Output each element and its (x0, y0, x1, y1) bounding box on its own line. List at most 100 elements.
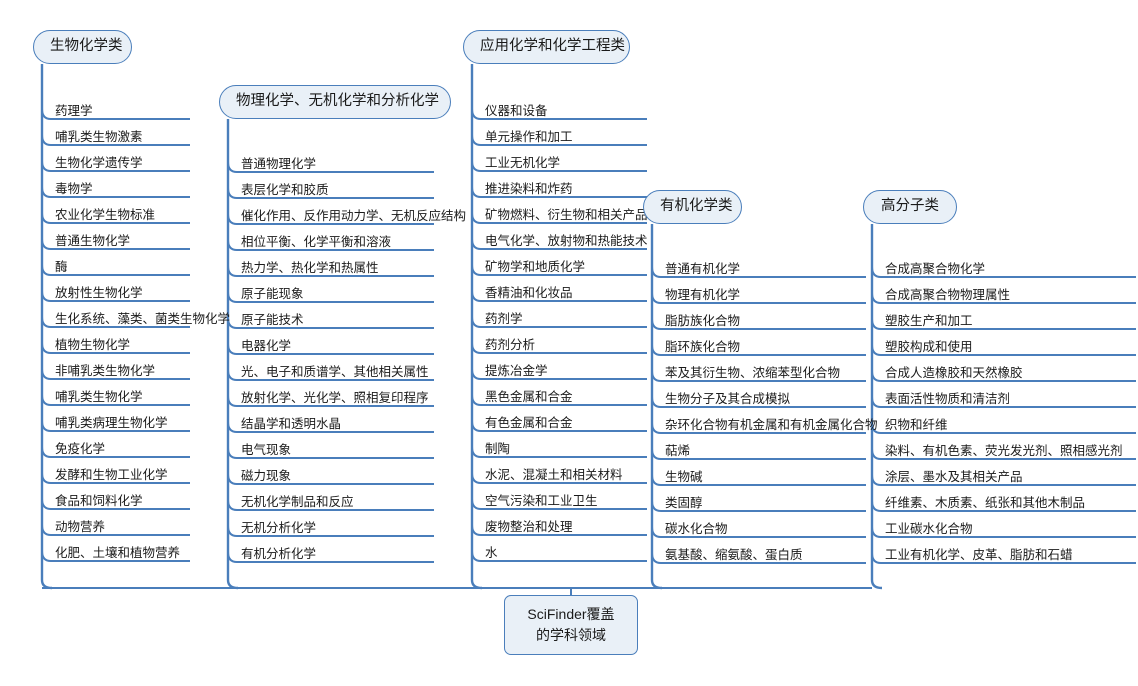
leaf-item[interactable]: 类固醇 (660, 496, 707, 513)
leaf-item[interactable]: 萜烯 (660, 444, 694, 461)
leaf-item[interactable]: 杂环化合物有机金属和有机金属化合物 (660, 418, 882, 435)
leaf-item[interactable]: 染料、有机色素、荧光发光剂、照相感光剂 (880, 444, 1127, 461)
leaf-item-label: 脂环族化合物 (665, 340, 741, 354)
leaf-item[interactable]: 农业化学生物标准 (50, 208, 159, 225)
leaf-item[interactable]: 推进染料和炸药 (480, 182, 577, 199)
leaf-item[interactable]: 化肥、土壤和植物营养 (50, 546, 184, 563)
leaf-item[interactable]: 动物营养 (50, 520, 109, 537)
root-node-line-1: SciFinder覆盖 (527, 606, 615, 622)
leaf-item-label: 织物和纤维 (885, 418, 948, 432)
leaf-item[interactable]: 哺乳类病理生物化学 (50, 416, 172, 433)
leaf-item[interactable]: 药剂学 (480, 312, 527, 329)
leaf-item[interactable]: 表面活性物质和清洁剂 (880, 392, 1014, 409)
leaf-item[interactable]: 无机化学制品和反应 (236, 495, 358, 512)
leaf-item[interactable]: 涂层、墨水及其相关产品 (880, 470, 1027, 487)
leaf-item[interactable]: 放射性生物化学 (50, 286, 147, 303)
leaf-item[interactable]: 合成高聚合物化学 (880, 262, 989, 279)
leaf-item[interactable]: 生化系统、藻类、菌类生物化学 (50, 312, 234, 329)
leaf-item[interactable]: 植物生物化学 (50, 338, 134, 355)
leaf-item[interactable]: 工业有机化学、皮革、脂肪和石蜡 (880, 548, 1077, 565)
leaf-item-label: 普通物理化学 (241, 157, 317, 171)
leaf-item[interactable]: 单元操作和加工 (480, 130, 577, 147)
leaf-item[interactable]: 催化作用、反作用动力学、无机反应结构 (236, 209, 470, 226)
leaf-item-label: 生物化学遗传学 (55, 156, 143, 170)
leaf-item[interactable]: 无机分析化学 (236, 521, 320, 538)
leaf-item-label: 香精油和化妆品 (485, 286, 573, 300)
branch-header-applied-chemistry-engineering[interactable]: 应用化学和化学工程类 (463, 30, 630, 64)
leaf-item-label: 酶 (55, 260, 68, 274)
leaf-item[interactable]: 合成高聚合物物理属性 (880, 288, 1014, 305)
leaf-item[interactable]: 电气现象 (236, 443, 295, 460)
leaf-item[interactable]: 废物整治和处理 (480, 520, 577, 537)
leaf-item[interactable]: 有机分析化学 (236, 547, 320, 564)
leaf-item[interactable]: 原子能技术 (236, 313, 308, 330)
leaf-item[interactable]: 相位平衡、化学平衡和溶液 (236, 235, 395, 252)
leaf-item[interactable]: 生物分子及其合成模拟 (660, 392, 794, 409)
leaf-item[interactable]: 放射化学、光化学、照相复印程序 (236, 391, 433, 408)
leaf-item[interactable]: 电气化学、放射物和热能技术 (480, 234, 652, 251)
leaf-item[interactable]: 有色金属和合金 (480, 416, 577, 433)
leaf-item[interactable]: 哺乳类生物化学 (50, 390, 147, 407)
leaf-item-label: 纤维素、木质素、纸张和其他木制品 (885, 496, 1086, 510)
leaf-item[interactable]: 表层化学和胶质 (236, 183, 333, 200)
branch-header-label: 有机化学类 (660, 198, 733, 214)
leaf-item[interactable]: 原子能现象 (236, 287, 308, 304)
leaf-item[interactable]: 矿物燃料、衍生物和相关产品 (480, 208, 652, 225)
leaf-item[interactable]: 碳水化合物 (660, 522, 732, 539)
leaf-item[interactable]: 生物化学遗传学 (50, 156, 147, 173)
leaf-item[interactable]: 黑色金属和合金 (480, 390, 577, 407)
root-node[interactable]: SciFinder覆盖 的学科领域 (504, 595, 638, 655)
leaf-item[interactable]: 矿物学和地质化学 (480, 260, 589, 277)
leaf-item-label: 电器化学 (241, 339, 292, 353)
leaf-item[interactable]: 毒物学 (50, 182, 97, 199)
leaf-item[interactable]: 发酵和生物工业化学 (50, 468, 172, 485)
leaf-item[interactable]: 水 (480, 546, 502, 563)
leaf-item[interactable]: 热力学、热化学和热属性 (236, 261, 383, 278)
branch-header-organic-chemistry[interactable]: 有机化学类 (643, 190, 742, 224)
leaf-item[interactable]: 仪器和设备 (480, 104, 552, 121)
leaf-item[interactable]: 普通物理化学 (236, 157, 320, 174)
leaf-item-label: 合成高聚合物化学 (885, 262, 986, 276)
leaf-item[interactable]: 光、电子和质谱学、其他相关属性 (236, 365, 433, 382)
leaf-item[interactable]: 合成人造橡胶和天然橡胶 (880, 366, 1027, 383)
leaf-item[interactable]: 脂肪族化合物 (660, 314, 744, 331)
leaf-item[interactable]: 酶 (50, 260, 72, 277)
leaf-item[interactable]: 磁力现象 (236, 469, 295, 486)
leaf-item[interactable]: 氨基酸、缩氨酸、蛋白质 (660, 548, 807, 565)
leaf-item-label: 合成高聚合物物理属性 (885, 288, 1011, 302)
leaf-item[interactable]: 苯及其衍生物、浓缩苯型化合物 (660, 366, 844, 383)
leaf-item-label: 化肥、土壤和植物营养 (55, 546, 181, 560)
leaf-item[interactable]: 药剂分析 (480, 338, 539, 355)
leaf-item[interactable]: 空气污染和工业卫生 (480, 494, 602, 511)
branch-header-physical-inorganic-analytical[interactable]: 物理化学、无机化学和分析化学 (219, 85, 451, 119)
leaf-item[interactable]: 塑胶构成和使用 (880, 340, 977, 357)
leaf-item[interactable]: 普通生物化学 (50, 234, 134, 251)
leaf-item[interactable]: 织物和纤维 (880, 418, 952, 435)
leaf-item-label: 脂肪族化合物 (665, 314, 741, 328)
leaf-item[interactable]: 水泥、混凝土和相关材料 (480, 468, 627, 485)
leaf-item[interactable]: 电器化学 (236, 339, 295, 356)
branch-header-polymers[interactable]: 高分子类 (863, 190, 957, 224)
leaf-item[interactable]: 结晶学和透明水晶 (236, 417, 345, 434)
leaf-item-label: 废物整治和处理 (485, 520, 573, 534)
leaf-item[interactable]: 免疫化学 (50, 442, 109, 459)
leaf-item[interactable]: 工业碳水化合物 (880, 522, 977, 539)
leaf-item[interactable]: 物理有机化学 (660, 288, 744, 305)
branch-header-biochemistry[interactable]: 生物化学类 (33, 30, 132, 64)
leaf-item[interactable]: 脂环族化合物 (660, 340, 744, 357)
leaf-item[interactable]: 香精油和化妆品 (480, 286, 577, 303)
leaf-item[interactable]: 药理学 (50, 104, 97, 121)
leaf-item-label: 动物营养 (55, 520, 106, 534)
leaf-item[interactable]: 普通有机化学 (660, 262, 744, 279)
leaf-item-label: 免疫化学 (55, 442, 106, 456)
leaf-item[interactable]: 工业无机化学 (480, 156, 564, 173)
leaf-item-label: 表面活性物质和清洁剂 (885, 392, 1011, 406)
leaf-item[interactable]: 塑胶生产和加工 (880, 314, 977, 331)
leaf-item[interactable]: 生物碱 (660, 470, 707, 487)
leaf-item[interactable]: 提炼冶金学 (480, 364, 552, 381)
leaf-item[interactable]: 非哺乳类生物化学 (50, 364, 159, 381)
leaf-item[interactable]: 食品和饲料化学 (50, 494, 147, 511)
leaf-item[interactable]: 哺乳类生物激素 (50, 130, 147, 147)
leaf-item[interactable]: 制陶 (480, 442, 514, 459)
leaf-item[interactable]: 纤维素、木质素、纸张和其他木制品 (880, 496, 1089, 513)
